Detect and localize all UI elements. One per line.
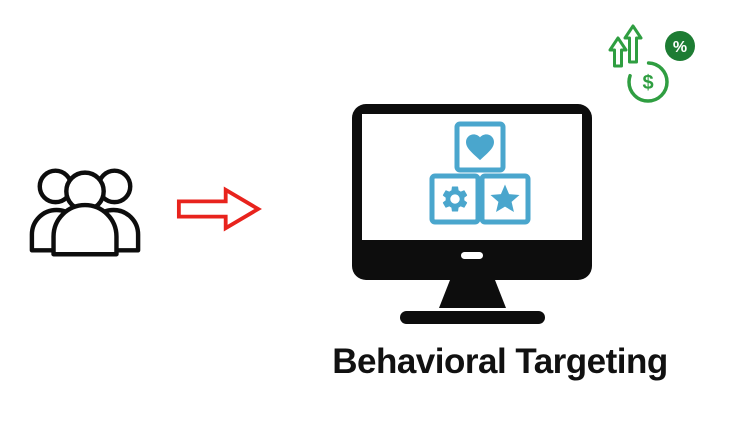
audience-group-icon: [26, 158, 144, 260]
monitor-screen-icon: [348, 100, 596, 332]
dollar-coin-ring: [627, 61, 669, 103]
growth-roi-svg: $ %: [608, 24, 695, 103]
right-arrow-shape: [176, 186, 262, 232]
heart-icon: [466, 134, 494, 161]
star-icon: [490, 184, 520, 213]
audience-group-svg: [29, 168, 141, 257]
dollar-sign: $: [642, 72, 653, 94]
monitor-speaker-pill: [461, 252, 483, 259]
percent-badge: [665, 31, 695, 61]
monitor-neck: [439, 280, 506, 308]
monitor-base: [400, 311, 545, 324]
gear-icon: [442, 186, 468, 212]
right-arrow-icon: [176, 184, 262, 234]
person-center-body: [51, 202, 119, 257]
percent-sign: %: [673, 39, 687, 56]
gear-block-icon: [429, 173, 481, 225]
growth-roi-icon: $ %: [606, 24, 700, 112]
up-arrow-tall: [623, 24, 643, 64]
right-arrow-svg: [176, 186, 262, 232]
diagram-title: Behavioral Targeting: [332, 342, 668, 381]
monitor-svg: [352, 104, 592, 324]
up-arrow-short: [608, 36, 628, 68]
